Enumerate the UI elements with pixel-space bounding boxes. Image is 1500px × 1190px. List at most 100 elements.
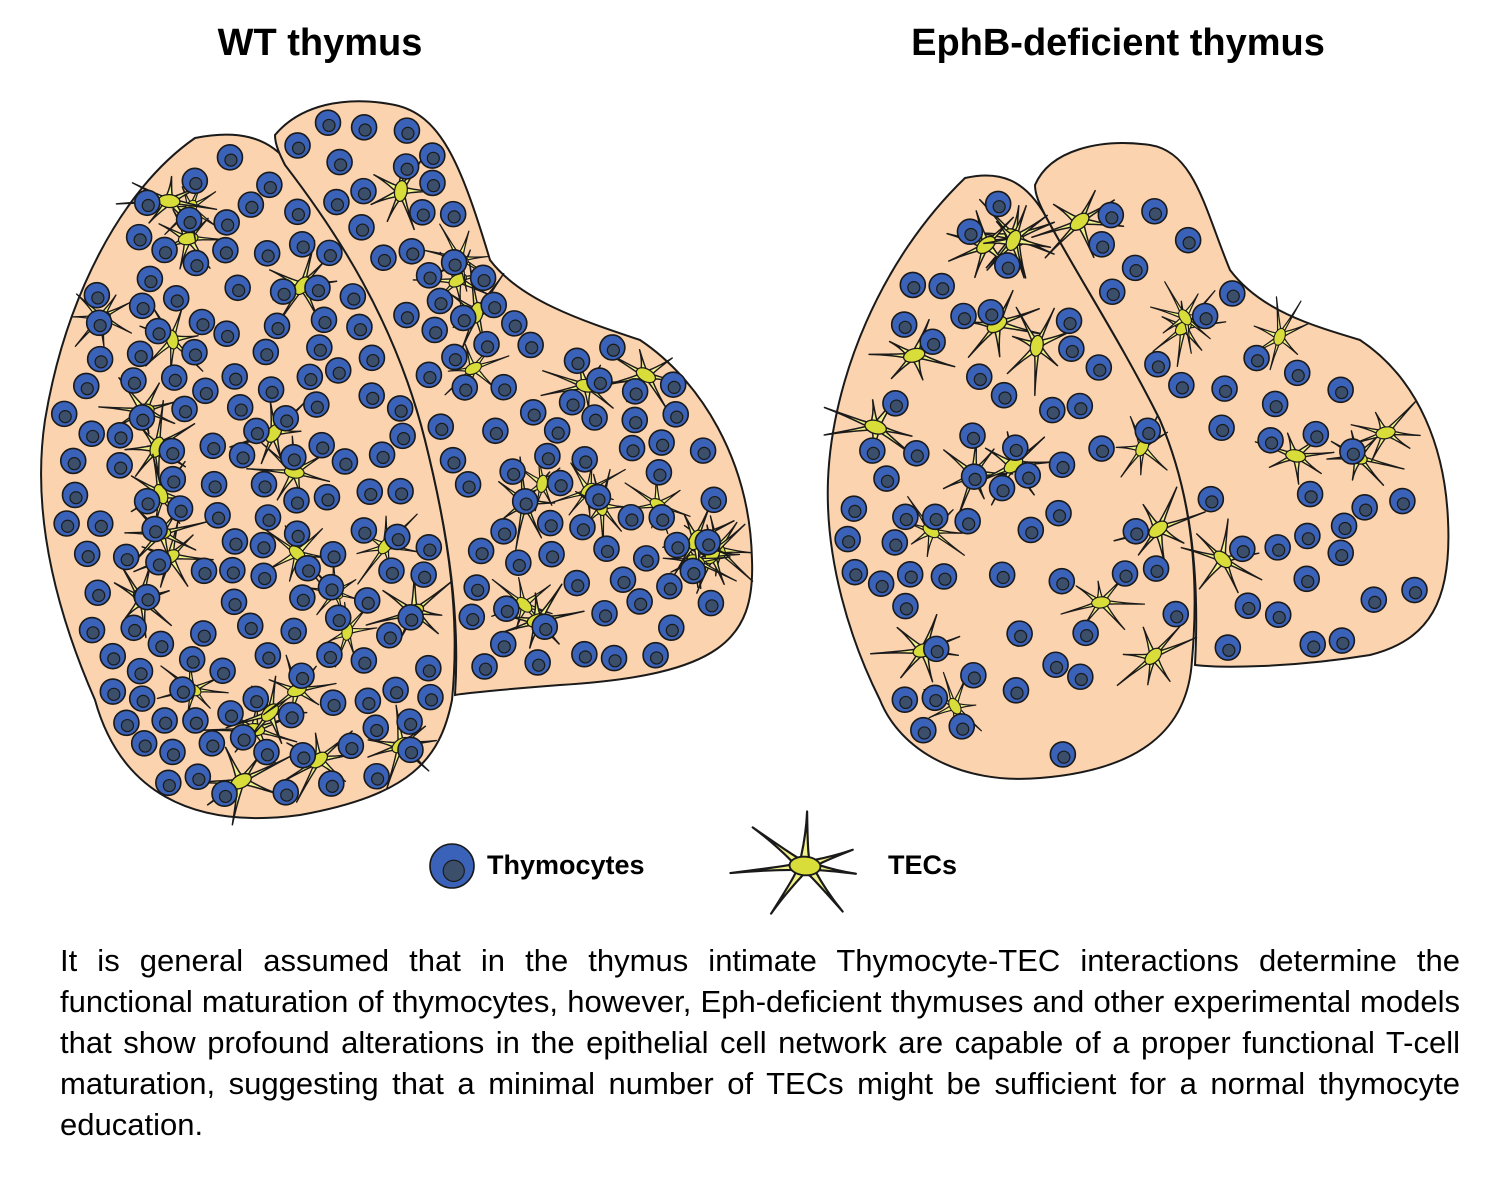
thymocyte-cell: [393, 117, 421, 144]
thymocyte-cell: [289, 584, 316, 611]
thymocyte-cell: [571, 640, 598, 668]
thymocyte-cell: [316, 239, 343, 267]
thymocyte-cell: [1002, 434, 1029, 461]
thymocyte-cell: [166, 495, 194, 522]
thymocyte-cell: [1261, 390, 1289, 418]
thymocyte-cell: [280, 443, 307, 471]
thymocyte-cell: [348, 213, 375, 241]
thymocyte-cell: [126, 340, 154, 368]
thymocyte-cell: [1229, 535, 1256, 563]
thymocyte-cell: [534, 442, 561, 470]
thymocyte-cell: [1211, 375, 1238, 402]
thymocyte-cell: [1218, 280, 1246, 307]
thymocyte-cell: [642, 641, 669, 669]
thymocyte-cell: [84, 579, 112, 607]
thymocyte-cell: [384, 523, 411, 551]
thymocyte-cell: [228, 441, 256, 469]
thymocyte-cell: [1168, 371, 1195, 399]
thymocyte-cell: [892, 503, 919, 531]
thymocyte-cell: [376, 621, 403, 649]
thymocyte-cell: [451, 374, 479, 401]
thymocyte-cell: [1174, 226, 1202, 254]
thymocyte-cell: [209, 657, 236, 685]
thymocyte-cell: [1208, 414, 1235, 442]
thymocyte-cell: [354, 687, 382, 715]
thymocyte-cell: [198, 730, 226, 757]
thymocyte-cell: [272, 404, 300, 432]
thymocyte-cell: [558, 388, 586, 416]
thymocyte-cell: [648, 429, 675, 456]
thymocyte-cell: [569, 513, 596, 541]
thymocyte-cell: [881, 529, 909, 556]
thymocyte-cell: [1283, 359, 1311, 387]
thymocyte-cell: [1330, 512, 1358, 540]
thymocyte-cell: [519, 399, 547, 426]
thymocyte-cell: [1002, 677, 1030, 704]
thymocyte-cell: [1142, 555, 1170, 582]
thymocyte-cell: [581, 404, 608, 431]
tec-cell: [1031, 189, 1125, 259]
thymocyte-cell: [133, 583, 161, 611]
thymocyte-cell: [679, 557, 707, 585]
thymocyte-cell: [331, 448, 359, 475]
legend-tecs-label: TECs: [888, 850, 958, 880]
thymocyte-cell: [224, 274, 251, 302]
thymocyte-cell: [1327, 539, 1355, 567]
thymocyte-cell: [1144, 350, 1171, 378]
thymocyte-cell: [199, 432, 227, 460]
thymocyte-cell: [356, 478, 384, 505]
ephb-thymus-title: EphB-deficient thymus: [911, 22, 1325, 64]
thymocyte-cell: [204, 502, 231, 529]
thymocyte-cell: [59, 447, 87, 475]
thymocyte-cell: [339, 283, 367, 310]
thymocyte-cell: [489, 630, 517, 658]
thymocyte-cell: [288, 662, 315, 690]
thymocyte-cell: [454, 471, 482, 498]
legend-thymocyte-symbol: [429, 843, 475, 889]
wt-thymus-illustration: [40, 100, 754, 826]
thymocyte-cell: [151, 707, 178, 734]
thymocyte-cell: [86, 345, 114, 373]
thymocyte-cell: [538, 540, 565, 568]
tec-cell: [1113, 486, 1206, 566]
thymocyte-cell: [600, 644, 628, 672]
thymocyte-cell: [689, 437, 717, 464]
thymocyte-cell: [584, 483, 612, 511]
caption-text: It is general assumed that in the thymus…: [60, 943, 1460, 1142]
thymocyte-cell: [896, 561, 924, 588]
thymocyte-cell: [397, 604, 425, 631]
thymocyte-cell: [618, 434, 646, 462]
thymocyte-cell: [211, 780, 238, 807]
thymocyte-cell: [350, 647, 378, 674]
thymocyte-cell: [72, 372, 100, 400]
thymocyte-cell: [289, 741, 317, 769]
thymocyte-cell: [254, 642, 282, 669]
thymocyte-cell: [441, 343, 468, 371]
thymocyte-cell: [471, 653, 498, 680]
thymocyte-cell: [382, 676, 409, 704]
thymocyte-cell: [229, 723, 257, 751]
thymocyte-cell: [591, 599, 618, 627]
thymocyte-cell: [891, 686, 919, 713]
thymocyte-cell: [269, 278, 297, 305]
thymocyte-cell: [169, 676, 196, 703]
thymocyte-cell: [490, 518, 517, 545]
thymocyte-cell: [257, 376, 285, 403]
thymocyte-cell: [171, 395, 198, 423]
thymocyte-cell: [99, 642, 127, 670]
thymocyte-cell: [83, 281, 111, 309]
thymocyte-cell: [159, 465, 187, 493]
thymocyte-cell: [192, 377, 219, 405]
thymocyte-cell: [398, 237, 426, 265]
thymocyte-cell: [524, 649, 551, 676]
thymocyte-cell: [178, 646, 206, 673]
thymocyte-cell: [304, 274, 331, 302]
thymocyte-cell: [78, 616, 106, 644]
thymocyte-cell: [323, 188, 350, 216]
thymocyte-cell: [621, 377, 649, 405]
wt-thymus-title: WT thymus: [217, 22, 423, 64]
ephb-thymus-illustration: [823, 142, 1450, 780]
thymocyte-cell: [155, 769, 182, 797]
thymocyte-cell: [439, 200, 467, 228]
thymocyte-cell: [296, 363, 324, 391]
